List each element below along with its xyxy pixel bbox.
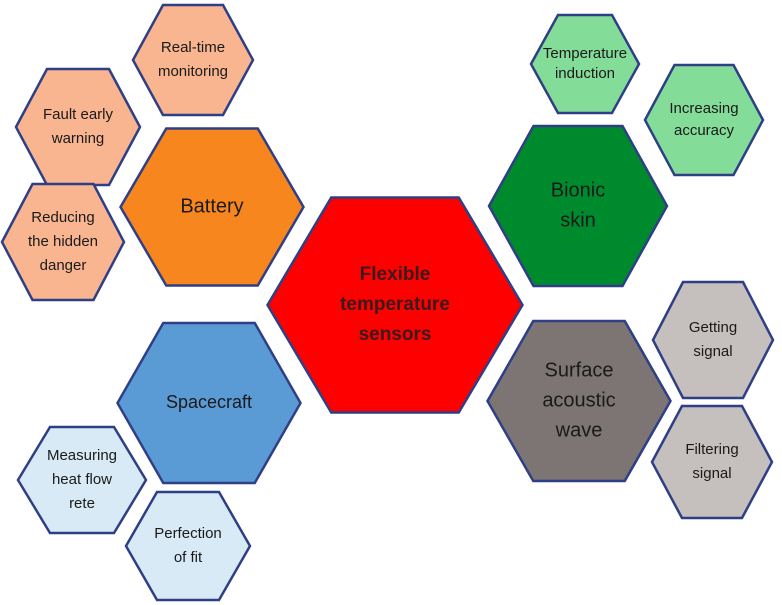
hex-shape-center [266, 196, 524, 414]
hex-shape-battery [119, 127, 305, 287]
hex-node-getting: Getting signal [651, 280, 775, 400]
hex-label-saw-line-2: wave [555, 419, 603, 441]
hex-label-reducing-line-0: Reducing [31, 209, 94, 226]
hex-label-battery-line-0: Battery [180, 195, 243, 217]
hex-shape-spacecraft [116, 321, 302, 485]
hex-label-center-line-1: temperature [340, 294, 450, 315]
hex-label-temp-induction-line-0: Temperature [543, 45, 627, 62]
hex-shape-fault [14, 67, 142, 187]
hex-label-fault-line-0: Fault early [43, 106, 114, 123]
hex-label-getting-line-0: Getting [689, 319, 737, 336]
hex-label-saw-line-1: acoustic [542, 389, 615, 411]
hex-shape-real-time [131, 3, 255, 117]
hex-node-fault: Fault early warning [14, 67, 142, 187]
hex-shape-temp-induction [529, 13, 641, 115]
hex-node-temp-induction: Temperature induction [529, 13, 641, 115]
hex-node-fit: Perfection of fit [124, 490, 252, 602]
hex-label-fit-line-0: Perfection [154, 525, 222, 542]
hex-node-filtering: Filtering signal [650, 404, 774, 520]
hex-shape-heat-flow [16, 425, 148, 535]
hex-node-saw: Surface acoustic wave [486, 319, 672, 483]
hex-label-center-line-2: sensors [359, 324, 432, 345]
hex-node-battery: Battery [119, 127, 305, 287]
hex-label-center-line-0: Flexible [360, 264, 431, 285]
hex-label-reducing-line-1: the hidden [28, 233, 98, 250]
hex-node-accuracy: Increasing accuracy [643, 63, 765, 177]
hex-shape-fit [124, 490, 252, 602]
hex-label-fit-line-1: of fit [174, 549, 203, 566]
hex-label-heat-flow-line-2: rete [69, 495, 95, 512]
hex-node-bionic: Bionic skin [487, 124, 669, 288]
hex-label-accuracy-line-1: accuracy [674, 122, 735, 139]
hex-label-heat-flow-line-0: Measuring [47, 447, 117, 464]
hex-label-temp-induction-line-1: induction [555, 65, 615, 82]
hex-label-heat-flow-line-1: heat flow [52, 471, 112, 488]
hex-label-saw-line-0: Surface [545, 359, 614, 381]
hex-label-accuracy-line-0: Increasing [669, 100, 738, 117]
hex-shape-saw [486, 319, 672, 483]
hex-label-reducing-line-2: danger [40, 257, 87, 274]
hex-label-filtering-line-1: signal [692, 465, 731, 482]
hex-label-bionic-line-1: skin [560, 209, 596, 231]
hex-label-bionic-line-0: Bionic [551, 179, 605, 201]
hex-shape-bionic [487, 124, 669, 288]
hex-shape-filtering [650, 404, 774, 520]
hex-node-reducing: Reducing the hidden danger [0, 182, 126, 302]
hex-label-real-time-line-1: monitoring [158, 63, 228, 80]
hex-shape-accuracy [643, 63, 765, 177]
hex-shape-getting [651, 280, 775, 400]
hex-node-heat-flow: Measuring heat flow rete [16, 425, 148, 535]
hex-shape-reducing [0, 182, 126, 302]
hex-label-fault-line-1: warning [51, 130, 105, 147]
hex-label-spacecraft-line-0: Spacecraft [166, 392, 252, 412]
hex-label-getting-line-1: signal [693, 343, 732, 360]
hex-node-center: Flexible temperature sensors [266, 196, 524, 414]
hex-label-filtering-line-0: Filtering [685, 441, 738, 458]
hex-node-spacecraft: Spacecraft [116, 321, 302, 485]
hex-label-real-time-line-0: Real-time [161, 39, 225, 56]
hex-node-real-time: Real-time monitoring [131, 3, 255, 117]
